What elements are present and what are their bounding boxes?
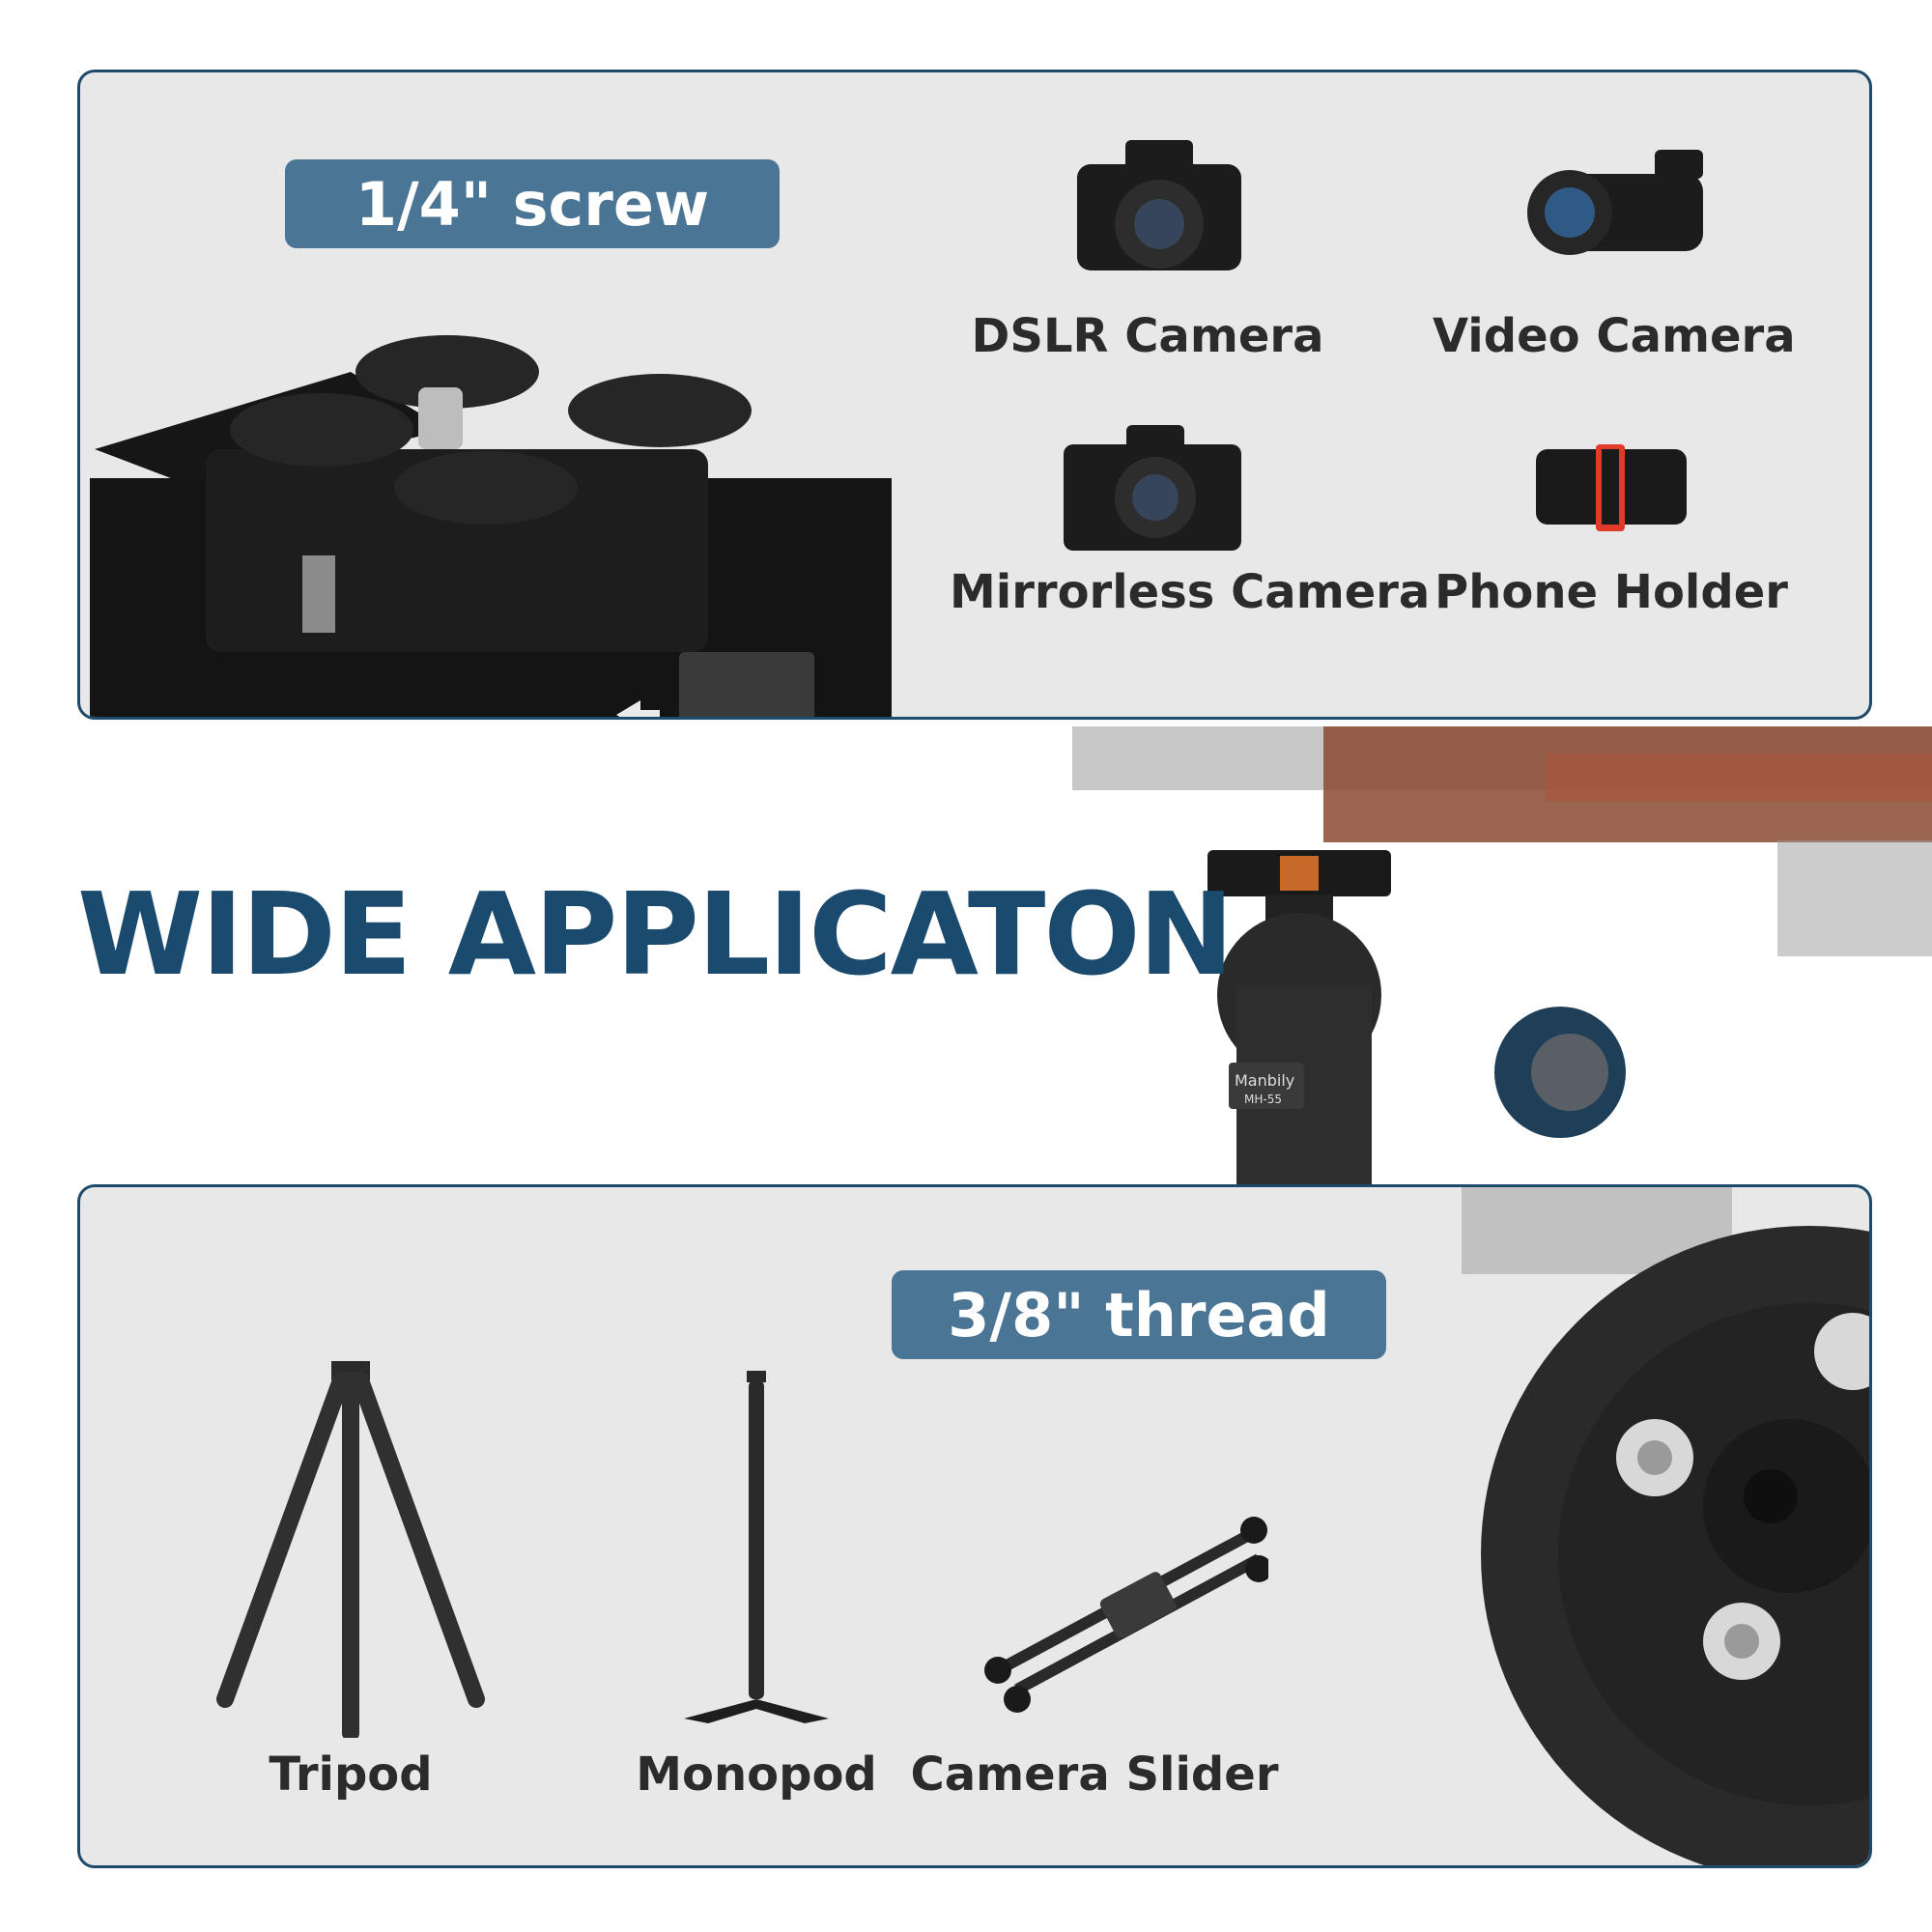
dslr-camera-label: DSLR Camera	[971, 309, 1324, 363]
tripod-icon	[216, 1361, 485, 1738]
dslr-camera-item: DSLR Camera	[969, 135, 1326, 386]
phone-holder-icon	[1536, 444, 1687, 531]
ball-head-brand: Manbily	[1235, 1071, 1294, 1090]
camera-slider-label: Camera Slider	[910, 1747, 1279, 1802]
ball-head-base-plate-photo	[1462, 1187, 1869, 1865]
three-eighths-thread-badge: 3/8" thread	[892, 1270, 1386, 1359]
thread-compatibility-panel: 3/8" thread Tripod Monopod Camera Slider	[77, 1184, 1872, 1868]
ball-head-model: MH-55	[1244, 1093, 1282, 1106]
quarter-inch-screw-badge: 1/4" screw	[285, 159, 780, 248]
mirrorless-camera-icon	[1064, 425, 1241, 551]
phone-holder-item: Phone Holder	[1433, 420, 1790, 671]
camera-slider-icon	[984, 1517, 1268, 1713]
dslr-camera-icon	[1077, 140, 1241, 270]
video-camera-item: Video Camera	[1433, 135, 1796, 386]
tripod-item: Tripod	[196, 1351, 505, 1834]
ball-head-rifle-photo: Manbily MH-55	[1072, 726, 1932, 1188]
monopod-icon	[684, 1371, 829, 1723]
video-camera-icon	[1527, 150, 1703, 255]
phone-holder-label: Phone Holder	[1435, 565, 1788, 619]
mirrorless-camera-item: Mirrorless Camera	[950, 420, 1431, 671]
quick-release-clamp-photo	[90, 335, 892, 717]
video-camera-label: Video Camera	[1433, 309, 1796, 363]
page-headline: WIDE APPLICATON	[77, 867, 1234, 1001]
screw-compatibility-panel: 1/4" screw DSLR Camera Video Camera	[77, 70, 1872, 720]
monopod-item: Monopod	[582, 1351, 930, 1834]
camera-slider-item: Camera Slider	[892, 1351, 1297, 1834]
tripod-label: Tripod	[269, 1747, 433, 1802]
mirrorless-camera-label: Mirrorless Camera	[950, 565, 1431, 619]
monopod-label: Monopod	[636, 1747, 877, 1802]
